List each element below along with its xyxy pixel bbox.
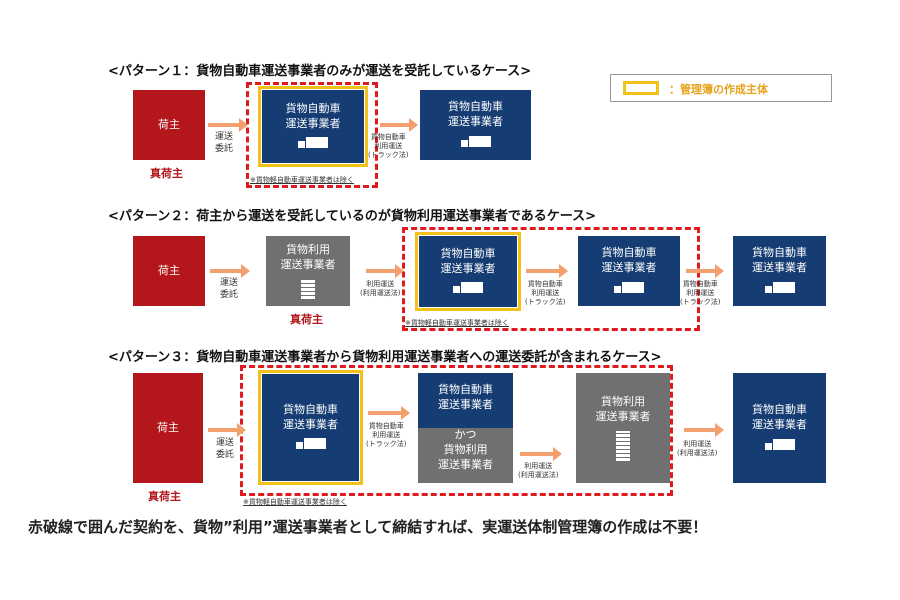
carrier-label: 貨物自動車 運送事業者 xyxy=(448,100,503,128)
pattern2-carrier1: 貨物自動車 運送事業者 xyxy=(419,236,517,307)
forwarder-label: 貨物利用 運送事業者 xyxy=(438,442,493,471)
arrow-icon xyxy=(368,406,410,420)
carrier-label: 貨物自動車 運送事業者 xyxy=(752,403,807,431)
arrow-icon xyxy=(366,264,404,278)
truck-icon xyxy=(614,281,644,296)
pattern2-arrow3-label: 貨物自動車 利用運送 (トラック法) xyxy=(525,280,566,307)
pattern1-note: ※貨物軽自動車運送事業者は除く xyxy=(250,176,354,184)
arrow-icon xyxy=(520,447,562,461)
pattern1-responsible-highlight xyxy=(258,86,368,167)
pattern3-carrier2: 貨物自動車 運送事業者 xyxy=(733,373,826,483)
pattern3-forwarder: 貨物利用 運送事業者 xyxy=(576,373,670,483)
forwarder-label: 貨物利用 運送事業者 xyxy=(595,395,651,423)
arrow-icon xyxy=(210,264,250,278)
arrow-icon xyxy=(686,264,724,278)
arrow-icon xyxy=(684,423,724,437)
arrow-icon xyxy=(208,423,246,437)
carrier-label: 貨物自動車 運送事業者 xyxy=(285,101,341,130)
pattern3-carrier1: 貨物自動車 運送事業者 xyxy=(262,374,359,481)
pattern2-forwarder: 貨物利用 運送事業者 xyxy=(266,236,350,306)
pattern3-shipper: 荷主 xyxy=(133,373,203,483)
pattern3-arrow1-label: 運送 委託 xyxy=(216,438,235,460)
carrier-label: 貨物自動車 運送事業者 xyxy=(283,402,338,431)
pattern2-carrier3: 貨物自動車 運送事業者 xyxy=(733,236,826,306)
pattern3-dual-carrier-top: 貨物自動車 運送事業者 xyxy=(418,373,513,428)
pattern1-heading: <パターン１：貨物自動車運送事業者のみが運送を受託しているケース> xyxy=(108,64,532,79)
truck-icon xyxy=(460,135,491,150)
legend-label: ：管理簿の作成主体 xyxy=(669,83,768,96)
carrier-label: 貨物自動車 運送事業者 xyxy=(752,246,807,274)
shipper-label: 荷主 xyxy=(158,263,180,277)
pattern1-arrow2-label: 貨物自動車 利用運送 (トラック法) xyxy=(368,133,409,160)
legend: ：管理簿の作成主体 xyxy=(610,74,832,102)
and-label: かつ xyxy=(454,428,477,441)
truck-icon xyxy=(295,438,326,452)
pattern3-true-shipper: 真荷主 xyxy=(148,490,181,503)
pattern3-heading: <パターン３：貨物自動車運送事業者から貨物利用運送事業者への運送委託が含まれるケ… xyxy=(108,350,662,365)
shipper-label: 荷主 xyxy=(157,420,179,434)
pattern1-arrow1-label: 運送 委託 xyxy=(215,132,234,154)
pattern2-true-shipper: 真荷主 xyxy=(290,313,323,326)
forwarder-label: 貨物利用 運送事業者 xyxy=(280,243,336,271)
pattern3-arrow3-label: 利用運送 (利用運送法) xyxy=(518,462,559,480)
pattern2-responsible-highlight xyxy=(415,232,521,311)
pattern3-dual-forwarder-bottom: かつ貨物利用 運送事業者 xyxy=(418,428,513,483)
pattern2-carrier2: 貨物自動車 運送事業者 xyxy=(578,236,680,306)
building-icon xyxy=(301,278,315,299)
pattern2-heading: <パターン２：荷主から運送を受託しているのが貨物利用運送事業者であるケース> xyxy=(108,209,596,224)
pattern2-arrow4-label: 貨物自動車 利用運送 (トラック法) xyxy=(680,280,721,307)
arrow-icon xyxy=(380,118,418,132)
carrier-label: 貨物自動車 運送事業者 xyxy=(438,383,493,411)
pattern1-shipper: 荷主 xyxy=(133,90,205,160)
truck-icon xyxy=(764,438,795,453)
pattern2-arrow1-label: 運送 委託 xyxy=(220,278,239,300)
pattern1-carrier1: 貨物自動車 運送事業者 xyxy=(262,90,364,163)
pattern3-responsible-highlight xyxy=(258,370,363,485)
pattern1-carrier2: 貨物自動車 運送事業者 xyxy=(420,90,531,160)
pattern2-arrow2-label: 利用運送 (利用運送法) xyxy=(360,280,401,298)
legend-swatch xyxy=(623,81,659,95)
pattern1-dashed-boundary xyxy=(246,82,378,188)
pattern2-note: ※貨物軽自動車運送事業者は除く xyxy=(405,319,509,327)
pattern3-arrow4-label: 利用運送 (利用運送法) xyxy=(677,440,718,458)
truck-icon xyxy=(453,282,483,296)
truck-icon xyxy=(764,281,795,296)
arrow-icon xyxy=(208,118,248,132)
pattern3-arrow2-label: 貨物自動車 利用運送 (トラック法) xyxy=(366,422,407,449)
shipper-label: 荷主 xyxy=(158,117,180,131)
pattern2-dashed-boundary xyxy=(402,227,700,331)
building-icon xyxy=(616,430,630,461)
conclusion-text: 赤破線で囲んだ契約を、貨物”利用”運送事業者として締結すれば、実運送体制管理簿の… xyxy=(28,518,708,536)
pattern2-shipper: 荷主 xyxy=(133,236,205,306)
carrier-label: 貨物自動車 運送事業者 xyxy=(440,246,496,275)
arrow-icon xyxy=(526,264,568,278)
pattern3-note: ※貨物軽自動車運送事業者は除く xyxy=(243,498,347,506)
carrier-label: 貨物自動車 運送事業者 xyxy=(601,246,657,274)
pattern1-true-shipper: 真荷主 xyxy=(150,167,183,180)
truck-icon xyxy=(298,137,328,151)
